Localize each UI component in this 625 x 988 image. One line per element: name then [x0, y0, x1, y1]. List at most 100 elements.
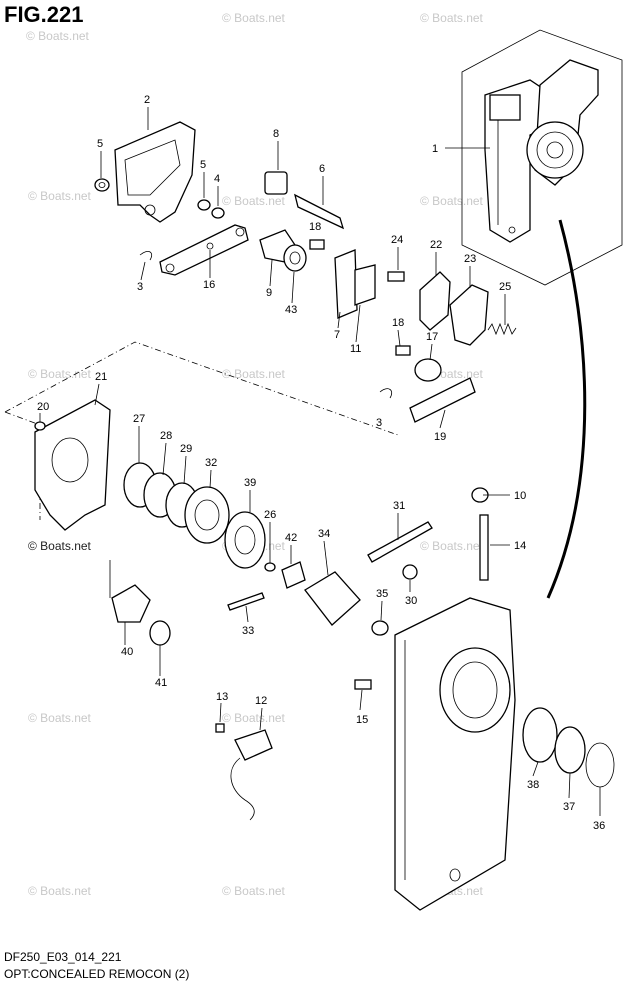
watermark: © Boats.net [420, 11, 484, 25]
callout-18: 18 [309, 221, 321, 233]
part-21-plate [34, 399, 111, 531]
part-19-link [409, 377, 476, 423]
callout-1: 1 [432, 143, 438, 155]
part-25-spring [487, 322, 517, 336]
callout-30: 30 [405, 595, 417, 607]
callout-31: 31 [393, 500, 405, 512]
part-20-screw [34, 421, 46, 431]
main-housing [394, 597, 516, 911]
part-26-pin [264, 562, 276, 572]
inset-assembly [461, 29, 623, 286]
watermark: © Boats.net [28, 367, 92, 381]
callout-13: 13 [216, 691, 228, 703]
part-41-grommet [149, 620, 171, 646]
part-34-motor [304, 571, 361, 626]
watermark: © Boats.net [26, 29, 90, 43]
part-30-ball [402, 564, 418, 580]
model-code: DF250_E03_014_221 [4, 950, 122, 964]
callout-43: 43 [285, 304, 297, 316]
part-4-washer [211, 207, 225, 219]
part-38-seal [522, 707, 558, 763]
callout-12: 12 [255, 695, 267, 707]
part-12-switch [230, 729, 273, 821]
callout-5-b: 5 [200, 159, 206, 171]
part-32-gear [184, 486, 230, 544]
part-14-stud [479, 514, 489, 581]
part-2-lever-plate [114, 121, 196, 223]
watermark: © Boats.net [28, 711, 92, 725]
callout-19: 19 [434, 431, 446, 443]
callout-41: 41 [155, 677, 167, 689]
assembly-arrow [546, 219, 587, 599]
part-6-shaft [294, 193, 345, 230]
callout-24: 24 [391, 234, 403, 246]
part-15-screw [354, 679, 372, 690]
part-23-plate [449, 284, 489, 346]
callout-17: 17 [426, 331, 438, 343]
watermark: © Boats.net [28, 189, 92, 203]
part-42-pin [281, 561, 306, 589]
part-18-screw [309, 239, 325, 250]
callout-26: 26 [264, 509, 276, 521]
part-18-screw-b [395, 345, 411, 356]
group-outline [4, 411, 41, 426]
callout-36: 36 [593, 820, 605, 832]
part-8-knob [264, 171, 288, 195]
part-35-bush [371, 620, 389, 636]
callout-34: 34 [318, 528, 330, 540]
callout-10: 10 [514, 490, 526, 502]
part-7-bracket [334, 249, 358, 319]
callout-14: 14 [514, 540, 526, 552]
part-16-link-arm [159, 224, 249, 276]
callout-3: 3 [137, 281, 143, 293]
part-33-rod [227, 592, 265, 611]
part-37-ring [554, 726, 586, 774]
callout-32: 32 [205, 457, 217, 469]
callout-23: 23 [464, 253, 476, 265]
callout-11: 11 [350, 343, 361, 355]
callout-2: 2 [144, 94, 150, 106]
callout-21: 21 [95, 371, 107, 383]
callout-5: 5 [97, 138, 103, 150]
callout-labels: 1 2 3 4 5 5 6 7 8 9 10 11 12 13 14 15 16… [37, 94, 605, 832]
part-11-plate [354, 264, 376, 306]
callout-42: 42 [285, 532, 297, 544]
part-43-bushing [283, 244, 307, 272]
callout-15: 15 [356, 714, 368, 726]
callout-40: 40 [121, 646, 133, 658]
group-outline [4, 341, 399, 436]
callout-25: 25 [499, 281, 511, 293]
callout-27: 27 [133, 413, 145, 425]
part-5-washer-b [197, 199, 211, 211]
leader-lines [39, 107, 601, 816]
watermark: © Boats.net [222, 367, 286, 381]
part-36-snapring [585, 742, 615, 788]
callout-16: 16 [203, 279, 215, 291]
callout-37: 37 [563, 801, 575, 813]
callout-39: 39 [244, 477, 256, 489]
callout-3-b: 3 [376, 417, 382, 429]
callout-38: 38 [527, 779, 539, 791]
watermark: © Boats.net [28, 884, 92, 898]
part-39-washer [224, 511, 266, 569]
callout-18-b: 18 [392, 317, 404, 329]
part-40-bracket [111, 584, 151, 623]
watermark: © Boats.net [420, 539, 484, 553]
callout-35: 35 [376, 588, 388, 600]
callout-28: 28 [160, 430, 172, 442]
figure-title: FIG.221 [4, 2, 84, 27]
callout-4: 4 [214, 173, 220, 185]
callout-29: 29 [180, 443, 192, 455]
watermark: © Boats.net [222, 884, 286, 898]
watermark: © Boats.net [222, 194, 286, 208]
part-22-plate [419, 271, 451, 331]
callout-22: 22 [430, 239, 442, 251]
callout-33: 33 [242, 625, 254, 637]
part-13-screw [215, 723, 225, 733]
part-31-rod [367, 521, 433, 563]
watermark: © Boats.net [222, 711, 286, 725]
part-5-washer [94, 178, 110, 192]
part-17-disc [414, 358, 442, 382]
watermark: © Boats.net [222, 11, 286, 25]
